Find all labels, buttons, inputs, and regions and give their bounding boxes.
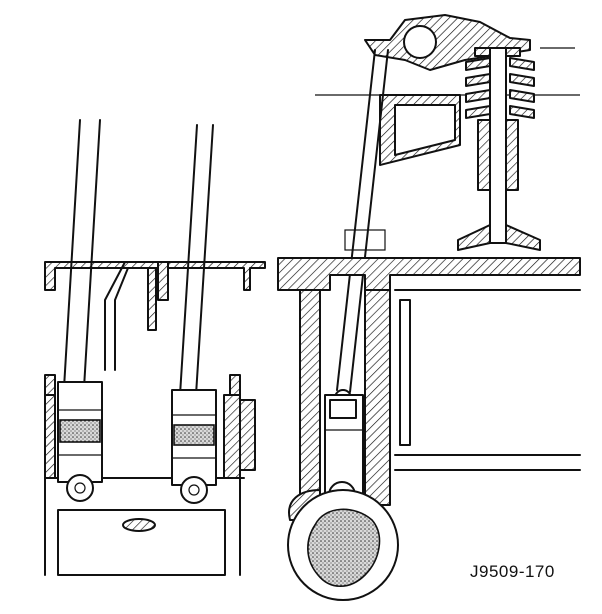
hydraulic-lifter-2 bbox=[171, 389, 217, 504]
left-pushrod-2 bbox=[179, 124, 214, 396]
left-view bbox=[44, 119, 266, 576]
cam-lobe bbox=[307, 508, 381, 588]
hydraulic-lifter-1 bbox=[57, 381, 103, 502]
cylinder-head bbox=[344, 94, 461, 251]
rocker-pivot bbox=[403, 25, 437, 59]
left-block-outline bbox=[44, 374, 256, 576]
right-block bbox=[277, 257, 581, 521]
camshaft bbox=[287, 489, 399, 601]
left-pushrod-1 bbox=[63, 119, 101, 389]
valve-assembly bbox=[457, 47, 541, 251]
right-view bbox=[277, 14, 581, 601]
oil-passage-hole bbox=[122, 518, 156, 532]
left-valley-cover bbox=[44, 261, 266, 371]
figure-id-label: J9509-170 bbox=[470, 562, 555, 581]
